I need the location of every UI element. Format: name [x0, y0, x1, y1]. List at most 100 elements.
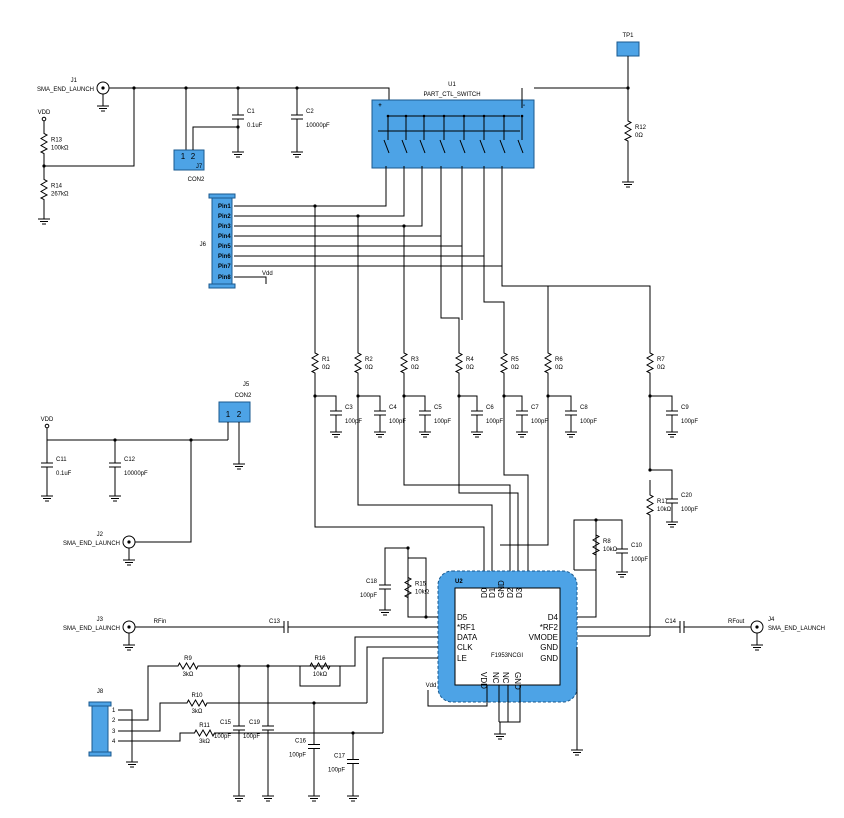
capacitor-C15: C15 100pF	[214, 666, 245, 790]
capacitor-value: 100pF	[681, 507, 698, 513]
ground-symbol	[616, 566, 628, 578]
connector-ref: J4	[768, 617, 775, 623]
capacitor-value: 100pF	[289, 753, 306, 759]
wire	[596, 519, 623, 536]
connector-name: SMA_END_LAUNCH	[63, 541, 120, 547]
wire	[234, 166, 423, 227]
ground-symbol	[38, 213, 50, 225]
capacitor-value: 10000pF	[306, 123, 330, 129]
capacitor-value: 100pF	[214, 734, 231, 740]
capacitor-ref: C1	[247, 109, 255, 115]
resistor-ref: R6	[555, 357, 563, 363]
ground-symbol	[666, 516, 678, 528]
resistor-ref: R5	[511, 357, 519, 363]
wire	[499, 685, 521, 723]
switch-node	[502, 114, 506, 118]
switch-node	[386, 114, 390, 118]
connector-name: SMA_END_LAUNCH	[37, 87, 94, 93]
wire	[649, 386, 673, 400]
connector-body	[173, 149, 205, 171]
ground-symbol	[419, 426, 431, 438]
wire	[46, 428, 228, 441]
capacitor-ref: C19	[249, 720, 261, 726]
ground-symbol	[291, 146, 303, 158]
junction-dot	[424, 615, 428, 619]
capacitor-C14: C14	[665, 619, 688, 633]
sma-center	[755, 625, 759, 629]
resistor-value: 3kΩ	[199, 739, 210, 745]
ground-symbol	[123, 554, 135, 566]
connector-name: SMA_END_LAUNCH	[63, 626, 120, 632]
wire	[440, 236, 460, 340]
switch-blade	[459, 139, 466, 154]
header-flange	[88, 701, 112, 707]
capacitor-value: 100pF	[360, 593, 377, 599]
wire	[118, 702, 180, 732]
header-pin-label: 2	[112, 718, 116, 724]
part-ref: U1	[448, 82, 456, 88]
resistor-value: 0Ω	[555, 365, 563, 371]
junction-dot	[184, 86, 188, 90]
junction-dot	[406, 546, 410, 550]
switch-blade	[419, 139, 426, 154]
capacitor-value: 100pF	[389, 419, 406, 425]
pin-number: 2	[191, 152, 196, 161]
resistor-value: 0Ω	[466, 365, 474, 371]
resistor-ref: R7	[657, 357, 665, 363]
junction-dot	[313, 204, 317, 208]
connector-name: SMA_END_LAUNCH	[768, 626, 825, 632]
switch-blade	[439, 139, 446, 154]
capacitor-C1: C10.1uF	[232, 88, 263, 146]
switch-blade	[401, 139, 408, 154]
ic-pin-left: DATA	[457, 633, 478, 642]
ground-symbol	[126, 756, 138, 768]
ground-symbol	[622, 176, 634, 188]
resistor-body	[454, 340, 464, 386]
header-pin-label: 4	[112, 739, 116, 745]
ic-pin-bottom: VDD	[479, 672, 488, 689]
capacitor-ref: C3	[345, 405, 353, 411]
testpoint-ref: TP1	[622, 33, 634, 39]
resistor-body	[188, 728, 221, 738]
capacitor-ref: C4	[389, 405, 397, 411]
capacitor-ref: C15	[220, 720, 232, 726]
junction-dot	[236, 125, 240, 129]
ground-symbol	[109, 490, 121, 502]
ground-symbol	[516, 426, 528, 438]
vdd-terminal	[44, 423, 50, 429]
ground-symbol	[41, 490, 53, 502]
resistor-body	[300, 661, 340, 671]
ic-pin-right: GND	[540, 643, 558, 652]
capacitor-ref: C9	[681, 405, 689, 411]
resistor-body	[172, 661, 204, 671]
ic-pin-top: D3	[515, 587, 524, 598]
header-pin-label: 3	[112, 729, 116, 735]
wire	[483, 256, 505, 340]
resistor-body	[543, 340, 553, 386]
ground-symbol	[330, 426, 342, 438]
testpoint-body	[616, 41, 640, 57]
capacitor-ref: C7	[531, 405, 539, 411]
header-body	[91, 701, 109, 755]
header-flange	[208, 283, 236, 289]
wire	[44, 88, 135, 167]
capacitor-ref: C13	[269, 619, 281, 625]
header-pin-label: Pin5	[218, 244, 231, 250]
wire	[366, 646, 438, 703]
switch-node	[422, 114, 426, 118]
header-pin-label: Pin1	[218, 204, 231, 210]
connector-ref: J7	[196, 164, 203, 170]
wire	[118, 665, 172, 721]
wire	[234, 166, 405, 217]
connector-ref: J5	[243, 382, 250, 388]
capacitor-C4: C4 100pF	[374, 400, 406, 426]
